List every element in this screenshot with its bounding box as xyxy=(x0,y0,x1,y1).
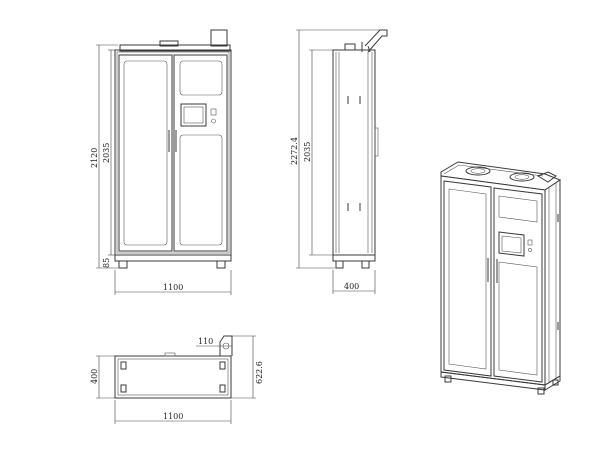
front-control-screen xyxy=(180,103,207,127)
top-width-label: 1100 xyxy=(163,412,183,421)
iso-wheel-left xyxy=(444,375,452,383)
iso-right-door xyxy=(493,187,543,383)
front-key-icon xyxy=(211,118,216,124)
front-base-label: 85 xyxy=(102,258,111,268)
iso-fan-left xyxy=(465,166,491,176)
side-depth-label: 400 xyxy=(344,282,359,291)
side-body-height-label: 2035 xyxy=(303,142,312,162)
top-depth-label: 400 xyxy=(90,369,99,384)
top-corner-bl xyxy=(120,384,127,393)
front-right-door xyxy=(173,54,228,252)
side-total-height-label: 2272.4 xyxy=(290,137,299,165)
isometric-view xyxy=(440,161,562,395)
front-cabinet-inner xyxy=(116,51,230,254)
top-view: 1100 400 110 622.6 xyxy=(90,335,264,424)
iso-key-icon xyxy=(528,248,532,252)
front-view: 1100 2120 2035 85 xyxy=(90,29,232,295)
side-top-vent xyxy=(344,43,356,51)
front-right-top-window xyxy=(179,60,223,96)
top-vent xyxy=(164,352,176,357)
side-top-pipe xyxy=(361,29,388,53)
iso-left-door xyxy=(443,180,492,377)
iso-front-face xyxy=(440,175,546,386)
front-width-label: 1100 xyxy=(163,283,183,292)
front-total-height-label: 2120 xyxy=(90,148,99,168)
front-right-bottom-window xyxy=(179,134,223,246)
iso-reader-icon xyxy=(527,239,533,246)
front-reader-icon xyxy=(210,108,217,116)
iso-right-bottom-window xyxy=(498,261,538,376)
iso-top-box xyxy=(536,171,557,183)
front-base xyxy=(114,254,232,262)
front-left-door xyxy=(118,54,173,252)
top-corner-tr xyxy=(219,361,226,370)
top-corner-tl xyxy=(120,361,127,370)
iso-right-top-window xyxy=(498,195,538,223)
iso-side-face xyxy=(544,179,561,386)
iso-left-window xyxy=(448,188,487,370)
iso-screen-display xyxy=(501,235,522,254)
iso-fan-right xyxy=(509,172,535,182)
front-screen-display xyxy=(183,106,204,124)
top-offset-label: 110 xyxy=(198,337,213,346)
top-body xyxy=(114,355,232,399)
iso-wheel-back xyxy=(552,379,559,386)
front-left-wheel xyxy=(118,260,128,269)
side-left-wheel xyxy=(335,260,344,269)
iso-control-screen xyxy=(498,231,525,257)
front-top-box xyxy=(210,29,228,47)
side-view: 2272.4 2035 400 xyxy=(290,29,388,294)
top-pipe-stub xyxy=(219,335,233,356)
front-body-height-label: 2035 xyxy=(102,143,111,163)
front-cabinet-body xyxy=(114,49,232,256)
front-top-cap xyxy=(119,44,231,52)
top-corner-br xyxy=(219,384,226,393)
side-base xyxy=(332,254,376,262)
side-right-wheel xyxy=(361,260,370,269)
side-handle xyxy=(374,127,379,157)
iso-wheel-right xyxy=(537,387,545,395)
front-left-window xyxy=(123,60,168,246)
front-right-wheel xyxy=(216,260,226,269)
front-top-vent xyxy=(159,40,179,47)
top-extent-label: 622.6 xyxy=(255,361,264,384)
